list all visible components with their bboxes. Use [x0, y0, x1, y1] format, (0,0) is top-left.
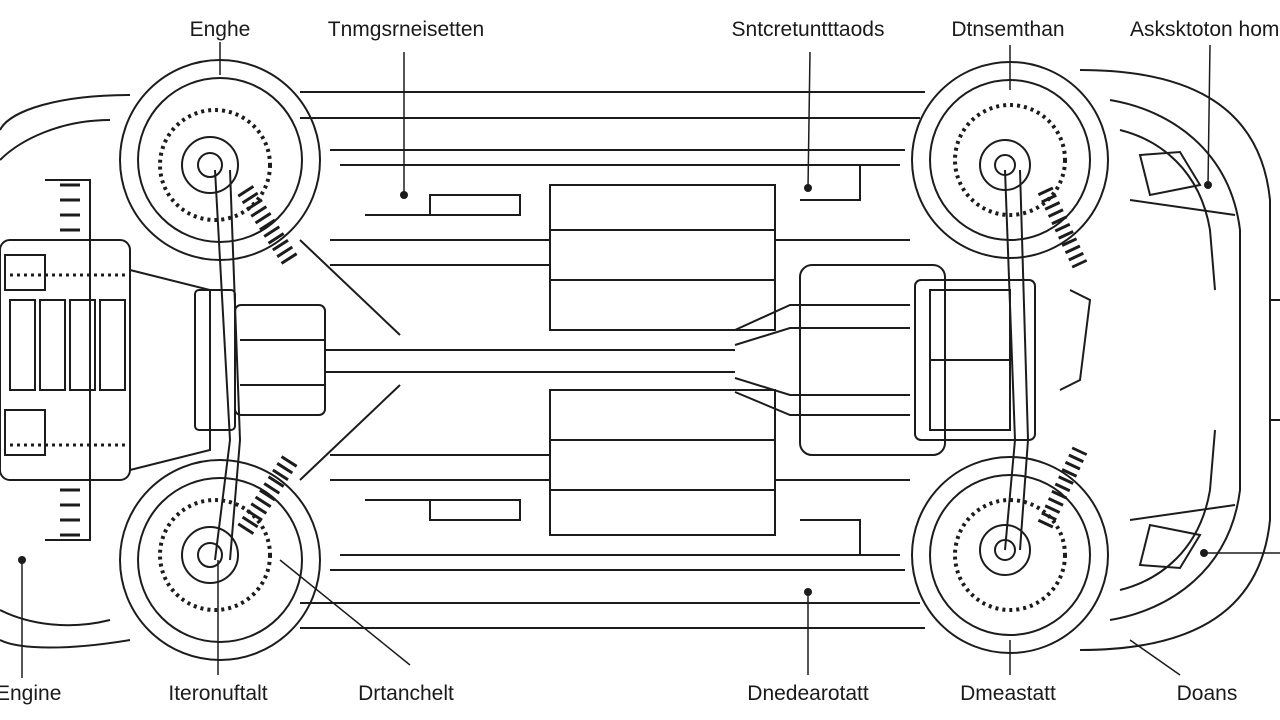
label-drivetrain-top: Dtnsemthan: [951, 18, 1064, 41]
fastener-dots: [18, 181, 1212, 596]
front-right-wheel: [119, 459, 321, 661]
front-coil-springs: [214, 169, 298, 561]
label-engine-bottom: Engine: [0, 682, 61, 705]
leader-lines: [21, 42, 1280, 678]
label-driveshaft-bottom: Iteronuftalt: [168, 682, 267, 705]
rear-differential: [914, 279, 1036, 441]
label-differential-bottom: Dnedearotatt: [747, 682, 869, 705]
rear-left-wheel: [911, 61, 1109, 259]
rear-suspension: [1004, 169, 1092, 551]
label-doors-bottom: Doans: [1177, 682, 1238, 705]
fuel-tank-lower: [549, 389, 776, 536]
body-outline: [0, 69, 1280, 651]
label-drivetrain-bottom: Dmeastatt: [960, 682, 1056, 705]
label-engine-top: Enghe: [190, 18, 251, 41]
label-drivebelt-bottom: Drtanchelt: [358, 682, 454, 705]
labels-top: Enghe Tnmgsrneisetten Sntcretuntttaods D…: [190, 18, 1280, 41]
driveshaft: [325, 264, 946, 456]
label-structural-top: Sntcretuntttaods: [732, 18, 885, 41]
transmission: [194, 239, 401, 481]
label-transmission-top: Tnmgsrneisetten: [328, 18, 484, 41]
engine-block: [0, 179, 211, 541]
fuel-tank-upper: [549, 184, 776, 331]
front-left-wheel: [119, 59, 321, 261]
label-absorber-top: Asksktoton homa: [1130, 18, 1280, 41]
brake-lines: [330, 164, 910, 556]
labels-bottom: Engine Iteronuftalt Drtanchelt Dnedearot…: [0, 682, 1237, 705]
